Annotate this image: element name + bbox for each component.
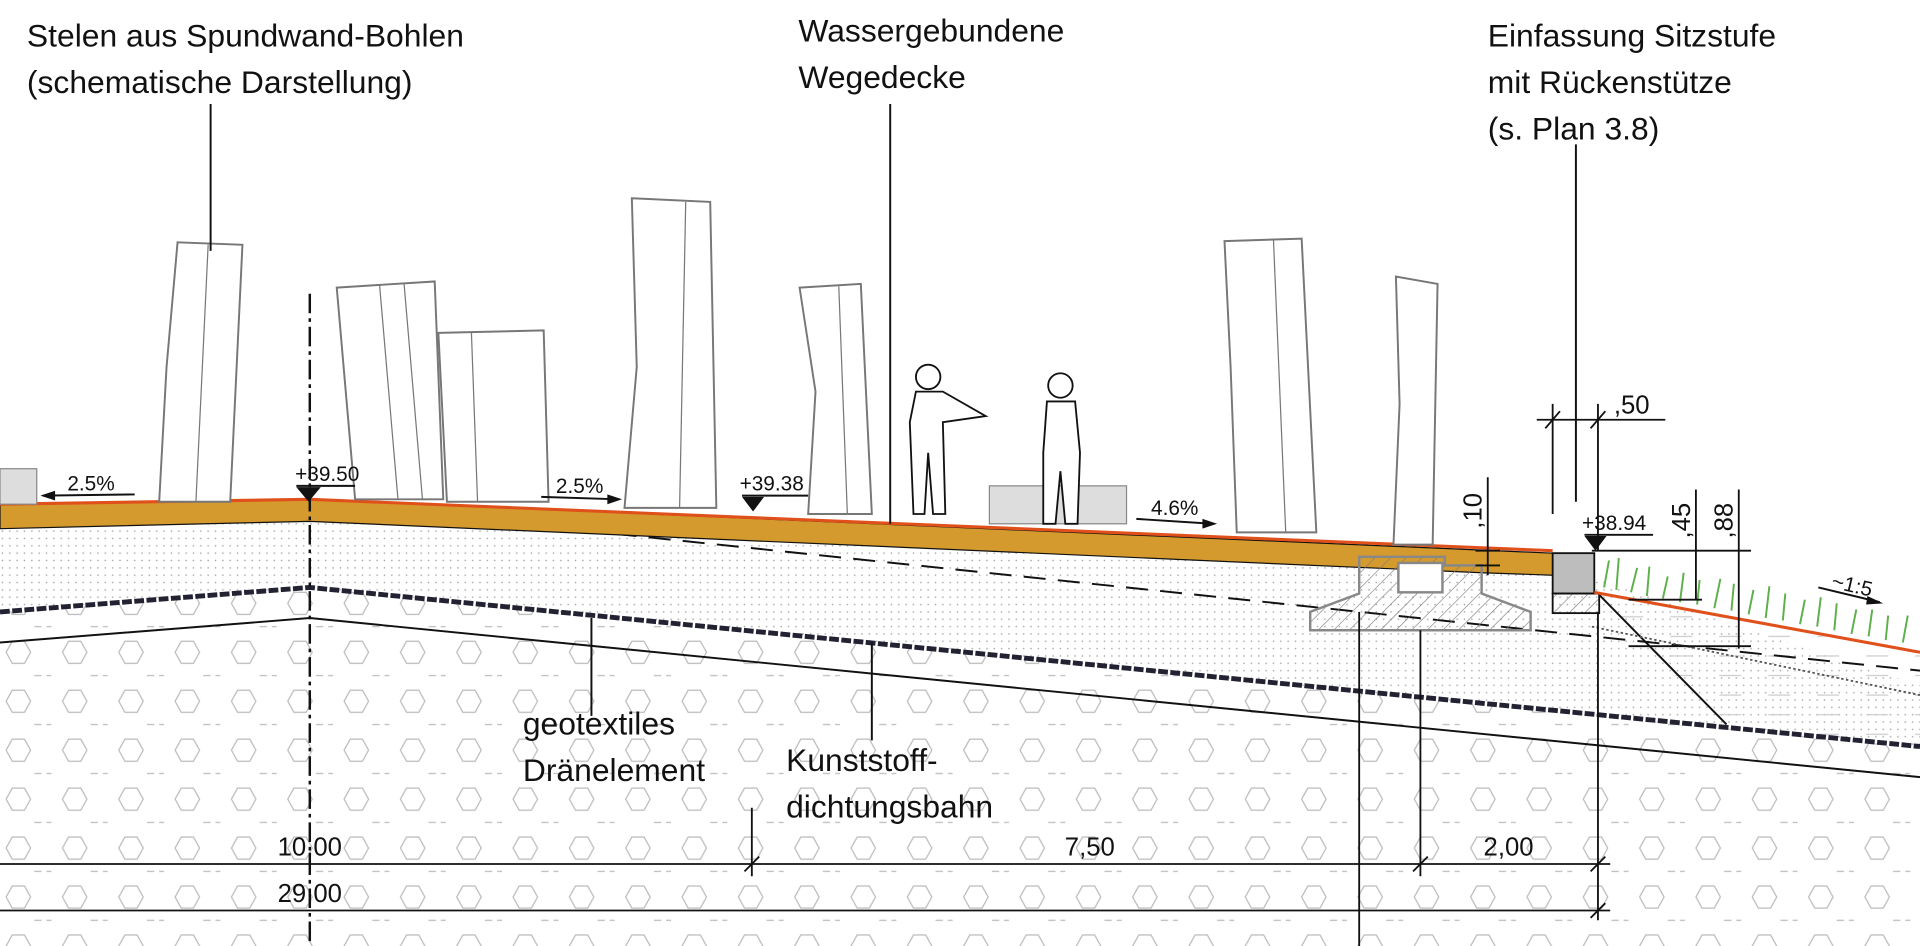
dim-layer: ,10 [1460,493,1488,529]
dim-h2: ,88 [1711,503,1739,539]
slope-arrows [40,490,1884,605]
detail-dimensions [1475,403,1752,649]
level-peak: +39.50 [295,463,359,486]
slope-left: 2.5% [67,473,114,496]
level-markers [296,484,1654,551]
geotextile-line [0,584,1920,749]
dotted-line [1591,625,1920,697]
label-stelen-2: (schematische Darstellung) [27,64,413,100]
label-einfassung-1: Einfassung Sitzstufe [1488,18,1776,54]
embankment-surface [1594,590,1920,654]
label-geotextil-1: geotextiles [523,705,675,741]
level-mid: +39.38 [740,473,804,496]
label-geotextil-2: Dränelement [523,752,705,788]
dimension-lines [0,611,1611,946]
dim-2-00: 2,00 [1484,833,1534,861]
level-edge: +38.94 [1582,512,1646,535]
slope-embankment: ~1:5 [1829,570,1874,602]
label-wegedecke-2: Wegedecke [798,59,965,95]
label-einfassung-3: (s. Plan 3.8) [1488,111,1660,147]
stelen [158,197,1439,546]
grass [1603,557,1909,643]
label-stelen-1: Stelen aus Spundwand-Bohlen [27,18,464,54]
dim-total: 29,00 [278,880,342,908]
person-figures [908,363,1081,525]
label-einfassung-2: mit Rückenstütze [1488,64,1732,100]
seat-edge-block [1551,552,1596,595]
label-wegedecke-1: Wassergebundene [798,13,1064,49]
slope-path: 4.6% [1151,497,1198,520]
embankment-soil [1597,593,1920,749]
lower-fill [0,587,1920,946]
seat-base [1551,592,1601,615]
dim-7-50: 7,50 [1065,833,1115,861]
foundation [1308,555,1532,632]
label-dichtung-2: dichtungsbahn [786,789,993,825]
slope-line [1597,592,1728,726]
dim-10-00: 10,00 [278,833,342,861]
dim-h1: ,45 [1668,503,1696,539]
label-dichtung-1: Kunststoff- [786,742,938,778]
bench [0,468,38,505]
slope-right: 2.5% [556,475,603,498]
dim-seat-width: ,50 [1614,392,1650,420]
